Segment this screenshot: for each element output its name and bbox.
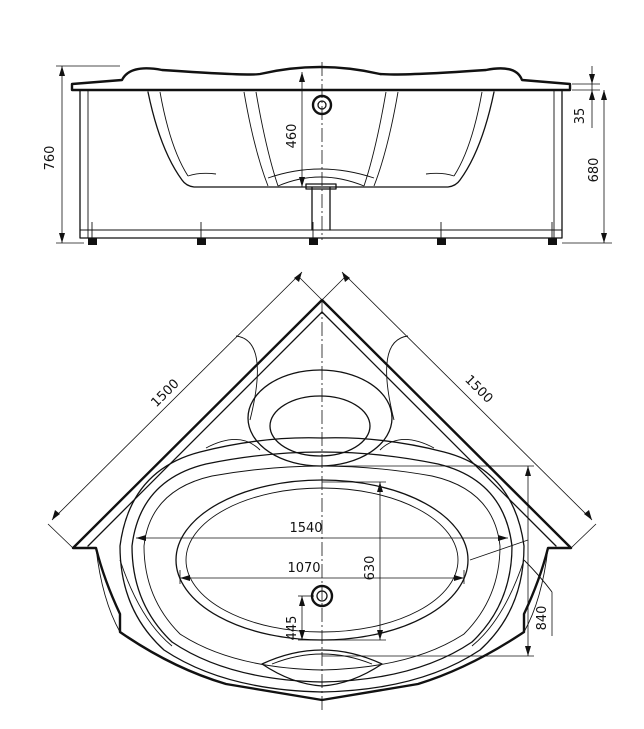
dim-panel-height: 680 bbox=[587, 158, 602, 183]
rim-contour bbox=[119, 437, 525, 693]
skirt-panel bbox=[79, 89, 563, 239]
dim-side-left: 1500 bbox=[149, 377, 183, 411]
plan-view: 1500 1500 1540 1070 630 445 bbox=[47, 271, 597, 712]
dim-bowl-depth: 460 bbox=[285, 124, 300, 149]
dim-inner-width: 630 bbox=[363, 556, 378, 581]
dim-drain-offset: 445 bbox=[285, 616, 300, 641]
dim-total-height: 760 bbox=[43, 146, 58, 171]
dim-side-right: 1500 bbox=[461, 373, 495, 407]
dim-bottom-length: 1070 bbox=[287, 561, 320, 576]
rim-outline bbox=[70, 65, 572, 92]
footrest bbox=[261, 649, 383, 687]
bowl-outline bbox=[147, 91, 495, 188]
side-elevation-view: 760 460 35 680 bbox=[43, 62, 612, 245]
dim-depth-diagonal: 840 bbox=[535, 606, 550, 631]
feet bbox=[88, 222, 557, 245]
dim-rim-thickness: 35 bbox=[573, 108, 588, 125]
headrest bbox=[247, 369, 393, 467]
dim-inner-length: 1540 bbox=[289, 521, 322, 536]
